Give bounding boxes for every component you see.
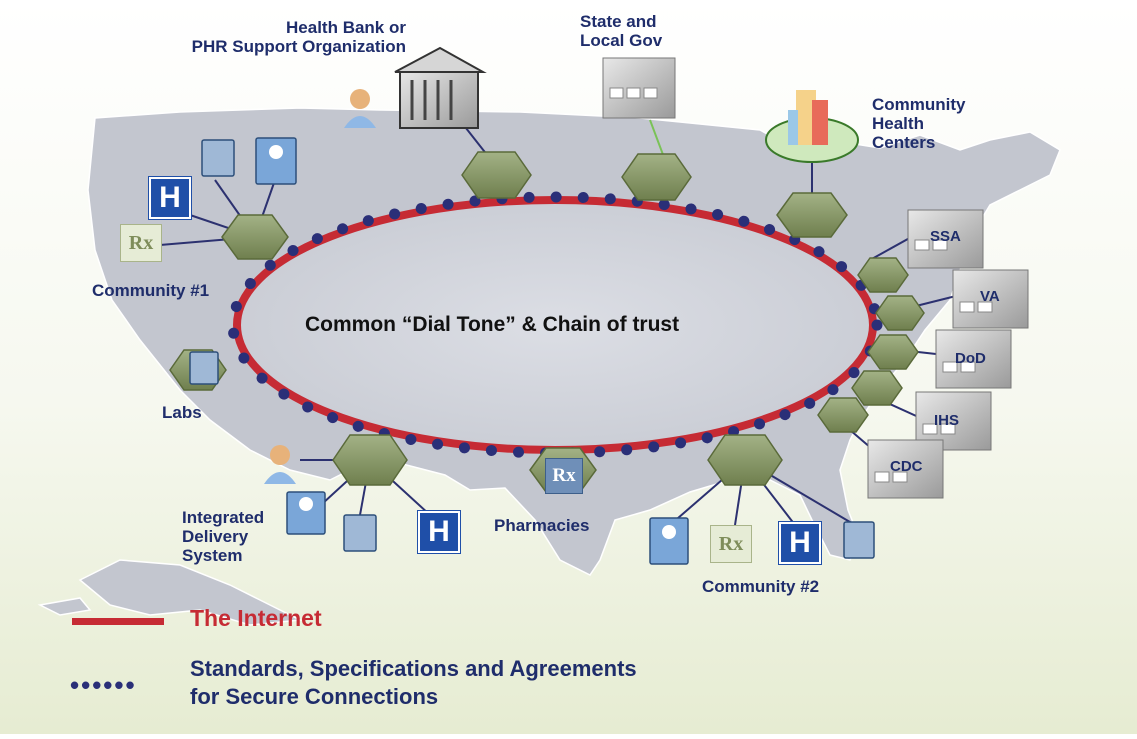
legend-line: Standards, Specifications and Agreements — [190, 656, 637, 681]
trust-oval-fill — [237, 200, 873, 450]
hub-cdc — [817, 397, 869, 433]
label-health-bank: Health Bank or PHR Support Organization — [192, 18, 406, 56]
hospital-icon: H — [148, 176, 192, 220]
label-labs: Labs — [162, 403, 202, 422]
label-community-health: Community Health Centers — [872, 95, 966, 152]
building-state-gov — [602, 57, 676, 119]
legend-internet-label: The Internet — [190, 605, 322, 631]
doctor-icon — [649, 517, 689, 565]
person-icon — [264, 445, 296, 484]
legend-internet-line — [72, 618, 164, 625]
hub-integrated — [332, 434, 408, 486]
label-line: Health Bank or — [286, 18, 406, 37]
health-bank-icon — [394, 46, 487, 129]
hub-health-bank — [461, 151, 532, 199]
label-line: System — [182, 546, 243, 565]
building-dod — [935, 329, 1012, 389]
label-community2: Community #2 — [702, 577, 820, 596]
rx-icon: Rx — [710, 525, 752, 563]
building-ihs — [915, 391, 992, 451]
label-line: Centers — [872, 133, 936, 152]
hub-community2 — [707, 434, 783, 486]
label-line: Integrated — [182, 508, 265, 527]
label-dod: DoD — [955, 350, 986, 367]
legend-line: for Secure Connections — [190, 684, 439, 709]
legend-dots: •••••• — [70, 670, 137, 700]
label-line: Community — [872, 95, 966, 114]
hub-ihs — [851, 370, 903, 406]
hub-dod — [867, 334, 919, 370]
hub-va — [875, 295, 925, 331]
label-line: Local Gov — [580, 31, 663, 50]
hub-community1 — [221, 214, 289, 260]
xray-icon — [189, 351, 219, 385]
xray-icon — [343, 514, 377, 552]
label-pharmacies: Pharmacies — [494, 516, 590, 535]
doctor-head — [299, 497, 313, 511]
rx-icon: Rx — [120, 224, 162, 262]
standards-dots — [227, 191, 883, 459]
doctor-head — [269, 145, 283, 159]
label-ihs: IHS — [934, 412, 960, 429]
doctor-icons — [255, 137, 689, 565]
person-icon — [344, 89, 376, 128]
rx-icon: Rx — [545, 458, 583, 494]
center-label: Common “Dial Tone” & Chain of trust — [305, 313, 680, 336]
label-line: Delivery — [182, 527, 249, 546]
doctor-head — [662, 525, 676, 539]
building-ssa — [907, 209, 984, 269]
hub-state-gov — [621, 153, 692, 201]
agency-buildings — [602, 57, 1029, 499]
label-cdc: CDC — [890, 458, 923, 475]
hub-community-health — [776, 192, 848, 238]
hospital-icon: H — [778, 521, 822, 565]
doctor-icon — [255, 137, 297, 185]
building-va — [952, 269, 1029, 329]
label-integrated: Integrated Delivery System — [182, 508, 264, 565]
hospital-icon: H — [417, 510, 461, 554]
label-va: VA — [980, 288, 1000, 305]
legend-standards-label: Standards, Specifications and Agreements… — [190, 655, 637, 711]
label-line: State and — [580, 12, 657, 31]
xray-icons — [189, 139, 875, 559]
label-community1: Community #1 — [92, 281, 210, 300]
xray-icon — [201, 139, 235, 177]
hub-ssa — [857, 257, 909, 293]
doctor-icon — [286, 491, 326, 535]
label-line: Health — [872, 114, 924, 133]
label-line: PHR Support Organization — [191, 37, 406, 56]
label-state-gov: State and Local Gov — [580, 12, 662, 50]
community-health-center-icon — [765, 90, 859, 163]
label-ssa: SSA — [930, 228, 961, 245]
xray-icon — [843, 521, 875, 559]
building-cdc — [867, 439, 944, 499]
